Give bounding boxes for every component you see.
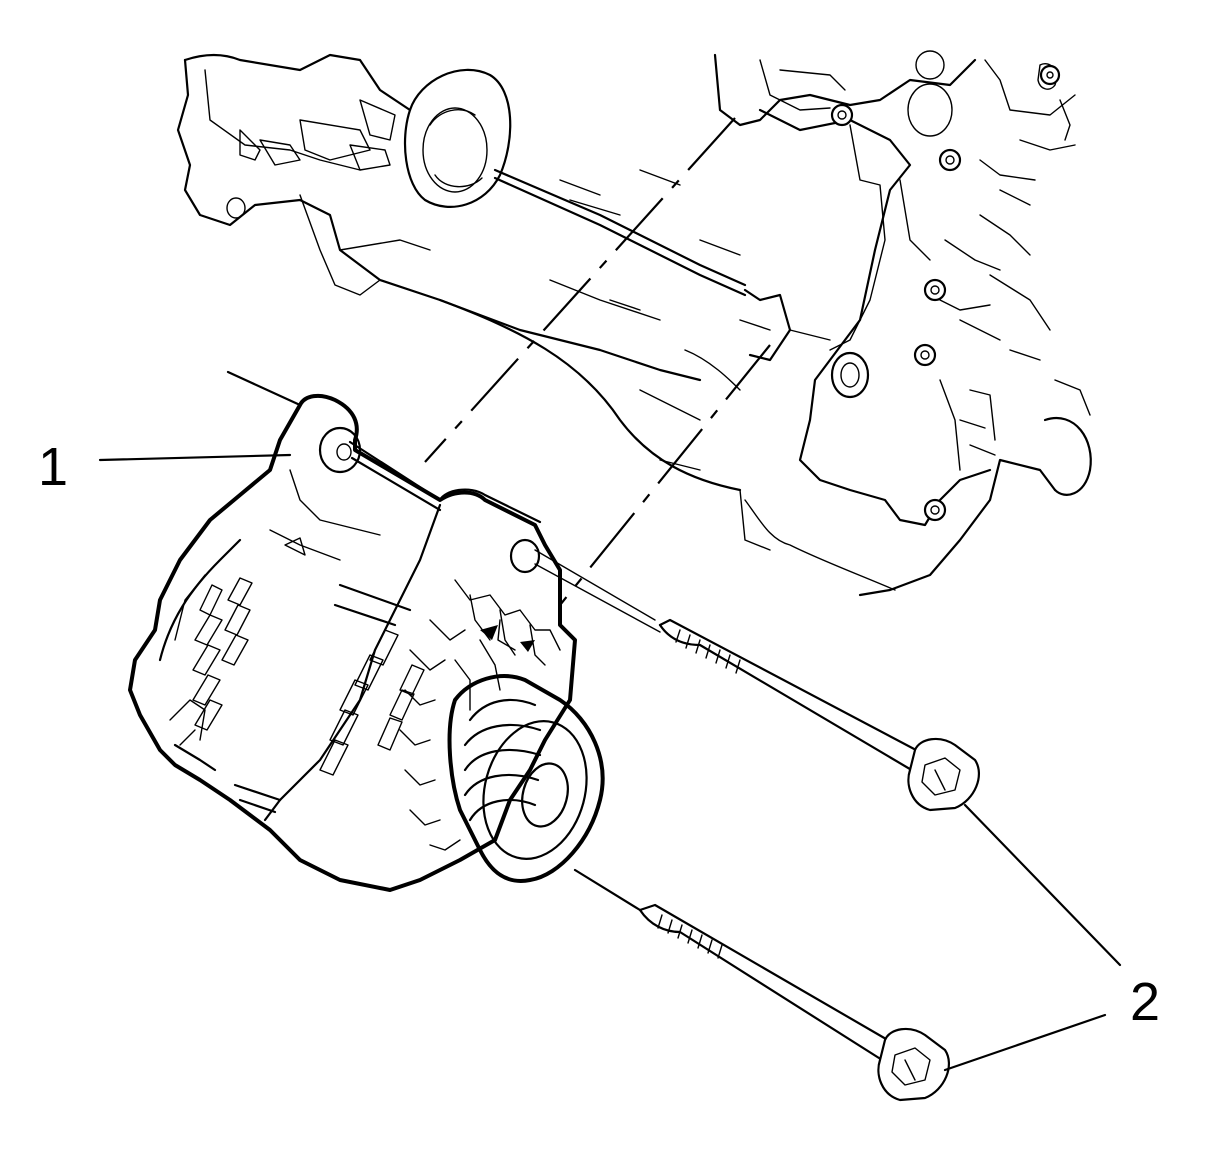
alternator xyxy=(128,370,661,892)
bolt-lower xyxy=(638,903,950,1102)
callout-label-1: 1 xyxy=(38,437,69,497)
cooling-fan xyxy=(399,579,561,851)
callout-label-2: 2 xyxy=(1130,972,1161,1032)
bracket-fasteners xyxy=(830,64,1061,522)
bolt-upper xyxy=(658,618,980,812)
leader-lines xyxy=(98,453,1122,1072)
front-vents xyxy=(319,629,425,776)
rear-vents xyxy=(192,577,253,731)
engine-block xyxy=(176,50,1092,597)
pulley xyxy=(447,674,605,883)
alignment-centerlines xyxy=(424,117,771,606)
lower-bolt-axis xyxy=(573,868,642,912)
